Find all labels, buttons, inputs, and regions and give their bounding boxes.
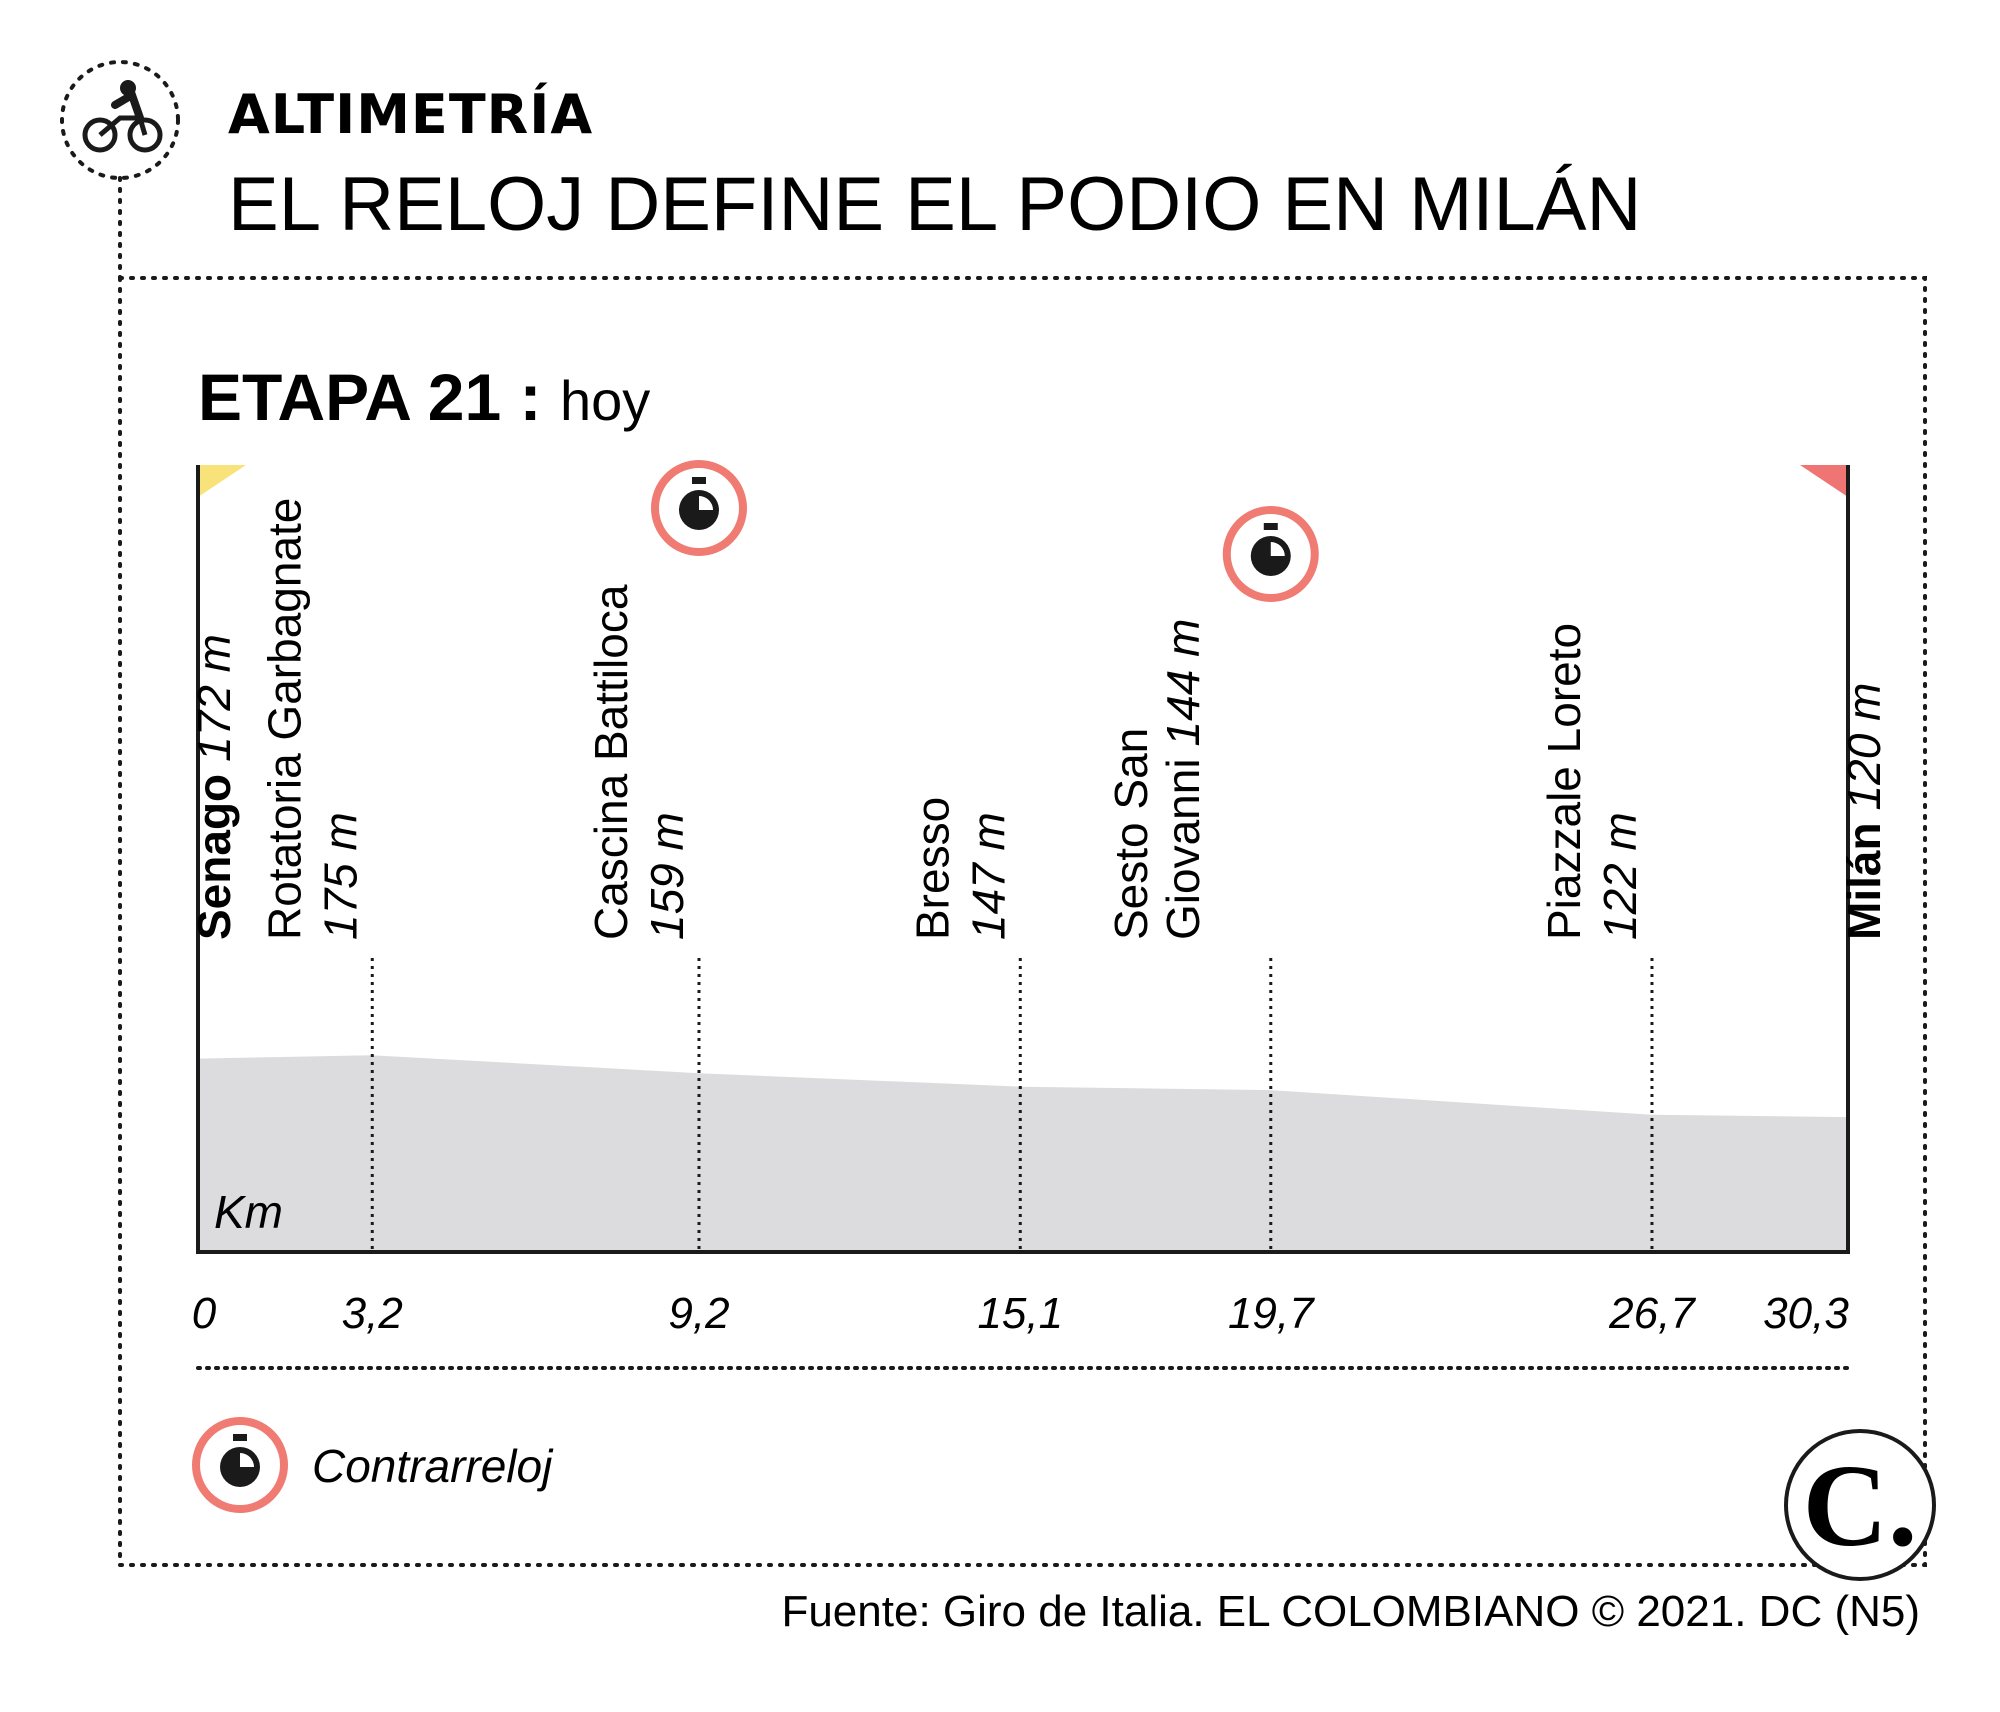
section-label: ALTIMETRÍA xyxy=(228,83,593,146)
waypoint: 9,2 Cascina Battiloca159 m xyxy=(585,460,747,1338)
stage-label: ETAPA 21 : xyxy=(198,360,542,434)
waypoint-altitude: 175 m xyxy=(314,812,366,940)
timecheck-badge xyxy=(1222,506,1319,602)
logo: C. xyxy=(1784,1429,1936,1581)
waypoint: 19,7 Sesto SanGiovanni 144 m xyxy=(1105,506,1319,1338)
cyclist-icon-badge xyxy=(60,60,180,180)
waypoint-label: Piazzale Loreto122 m xyxy=(1538,623,1646,940)
waypoint-name: Piazzale Loreto xyxy=(1538,623,1590,940)
elevation-profile-chart: Km 0 Senago 172 m 3,2 Rotatoria Garbagnate17… xyxy=(188,460,1890,1338)
timecheck-badge xyxy=(650,460,747,556)
stopwatch-icon xyxy=(678,477,719,530)
x-tick-label: 9,2 xyxy=(668,1289,729,1338)
waypoint-name: Giovanni xyxy=(1157,758,1209,940)
waypoint-name: Cascina Battiloca xyxy=(585,584,637,940)
x-tick-label: 15,1 xyxy=(977,1289,1063,1338)
waypoint-label: Rotatoria Garbagnate175 m xyxy=(258,498,366,940)
waypoint-label: Cascina Battiloca159 m xyxy=(585,584,693,940)
legend: Contrarreloj xyxy=(192,1417,554,1513)
waypoint-name: Rotatoria Garbagnate xyxy=(258,498,310,940)
x-tick-label: 26,7 xyxy=(1608,1289,1696,1338)
waypoint-altitude: 120 m xyxy=(1838,683,1890,811)
waypoint: 0 Senago 172 m xyxy=(188,634,240,1338)
logo-text: C. xyxy=(1803,1440,1918,1571)
legend-stopwatch-icon xyxy=(192,1417,288,1513)
waypoint: 30,3 Milán 120 m xyxy=(1763,683,1890,1338)
stopwatch-icon xyxy=(220,1434,260,1487)
cyclist-icon xyxy=(82,80,163,153)
stage-when: hoy xyxy=(560,369,650,432)
waypoint-name: Sesto San xyxy=(1105,728,1157,940)
waypoint-altitude: 172 m xyxy=(188,634,240,762)
start-flag xyxy=(198,465,246,497)
waypoint-altitude: 159 m xyxy=(641,812,693,940)
waypoint: 15,1 Bresso147 m xyxy=(906,797,1063,1338)
waypoint-label: Bresso147 m xyxy=(906,797,1014,940)
waypoint-altitude: 147 m xyxy=(962,812,1014,940)
stopwatch-icon xyxy=(1250,523,1291,576)
waypoint: 26,7 Piazzale Loreto122 m xyxy=(1538,623,1696,1338)
frame xyxy=(118,276,1927,1567)
page-title: EL RELOJ DEFINE EL PODIO EN MILÁN xyxy=(228,162,1641,247)
waypoint-label: Milán 120 m xyxy=(1838,683,1890,940)
source-credit: Fuente: Giro de Italia. EL COLOMBIANO © … xyxy=(781,1587,1920,1636)
x-tick-label: 30,3 xyxy=(1763,1289,1849,1338)
waypoint-altitude: 144 m xyxy=(1157,619,1209,747)
waypoint-altitude: 122 m xyxy=(1594,812,1646,940)
stage-heading: ETAPA 21 : hoy xyxy=(198,360,650,434)
legend-label: Contrarreloj xyxy=(312,1440,554,1492)
waypoint-label: Senago 172 m xyxy=(188,634,240,940)
waypoint-name: Milán xyxy=(1838,822,1890,940)
waypoint-name: Bresso xyxy=(906,797,958,940)
x-axis-label: Km xyxy=(214,1186,283,1238)
finish-flag xyxy=(1800,465,1848,497)
x-tick-label: 3,2 xyxy=(342,1289,403,1338)
waypoint: 3,2 Rotatoria Garbagnate175 m xyxy=(258,498,403,1338)
waypoint-name: Senago xyxy=(188,774,240,940)
x-tick-label: 0 xyxy=(192,1289,217,1338)
waypoint-label: Sesto SanGiovanni 144 m xyxy=(1105,619,1209,940)
profile-area xyxy=(198,1055,1848,1252)
x-tick-label: 19,7 xyxy=(1228,1289,1315,1338)
